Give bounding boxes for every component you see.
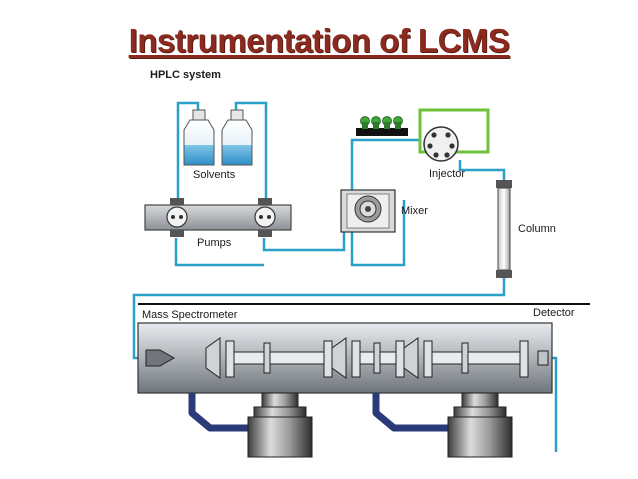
pumps-label: Pumps <box>197 237 232 249</box>
sample-vials <box>356 116 408 136</box>
solvent-bottle-left <box>183 109 215 166</box>
injector: Injector <box>418 108 490 180</box>
solvent-bottle-right <box>221 109 253 166</box>
hplc-system-label: HPLC system <box>150 69 221 81</box>
detector-label: Detector <box>533 307 575 319</box>
column: Column <box>496 180 556 278</box>
detector-element <box>537 350 549 366</box>
mixer-label: Mixer <box>401 205 428 217</box>
vacuum-lines <box>188 393 448 432</box>
page-title: Instrumentation of LCMS <box>128 22 510 59</box>
solvents-label: Solvents <box>193 169 236 181</box>
vacuum-pump-left <box>247 392 313 458</box>
pump-head-left <box>166 198 188 237</box>
pump-head-right <box>254 198 276 237</box>
mass-spectrometer: Mass Spectrometer Detector <box>137 303 590 394</box>
pumps: Pumps <box>144 198 292 249</box>
ion-optics <box>205 337 529 379</box>
mass-spectrometer-label: Mass Spectrometer <box>142 309 238 321</box>
solvent-bottles: Solvents <box>183 109 253 181</box>
column-label: Column <box>518 223 556 235</box>
mixer: Mixer <box>340 189 428 233</box>
vacuum-pump-right <box>447 392 513 458</box>
ion-source <box>145 349 176 367</box>
injector-label: Injector <box>429 168 465 180</box>
